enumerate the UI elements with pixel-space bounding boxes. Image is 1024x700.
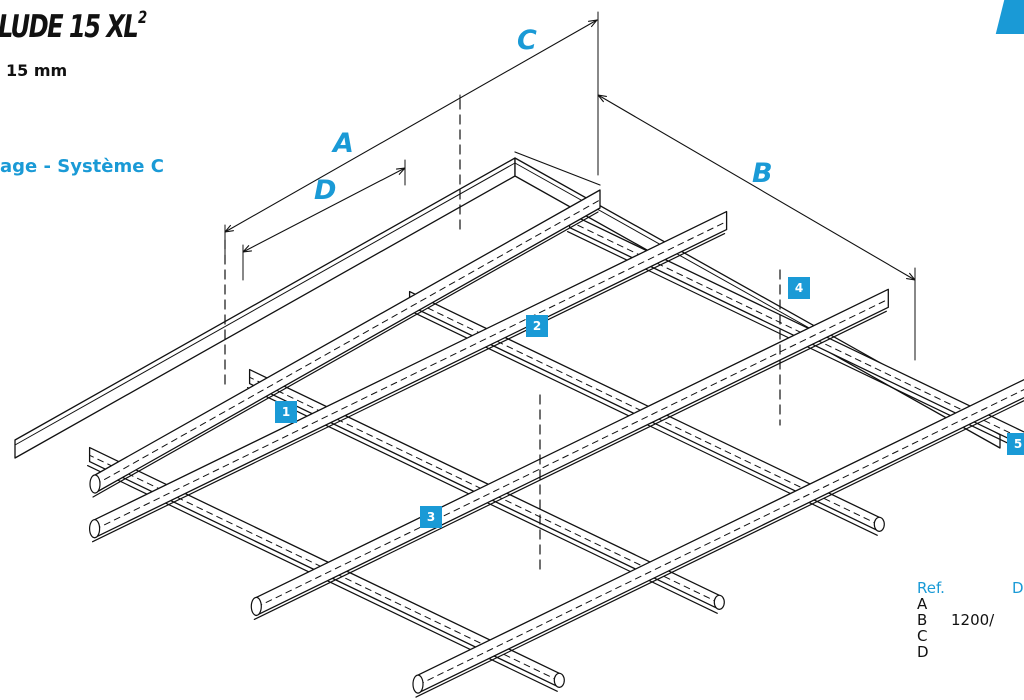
dimension-label-a: A [333, 128, 354, 159]
wall-angle-edge [514, 151, 601, 186]
dimension-label-c: C [517, 25, 537, 56]
legend-col-d: D [1012, 579, 1024, 597]
product-title: LUDE 15 XL2 [0, 8, 147, 45]
main-runner-end [412, 674, 424, 694]
product-title-text: LUDE 15 XL [0, 9, 139, 45]
legend-header: Ref. D [917, 580, 1024, 596]
main-runner-end [89, 474, 101, 494]
legend-ref: D [917, 643, 929, 661]
dimension-line-a-c-arrow [588, 19, 598, 28]
wall-angle-left-lip [14, 162, 516, 446]
dimension-line-a-c-arrow [224, 224, 234, 233]
main-runner-web [417, 389, 1024, 686]
main-runner-end [88, 519, 101, 539]
cross-tee-end [553, 672, 565, 688]
cross-tee-end [873, 516, 885, 532]
reference-legend: Ref. D A B 1200/ C D [917, 580, 1024, 660]
dimension-line-b [597, 94, 916, 281]
component-badge-4: 4 [788, 277, 810, 299]
dimension-label-d: D [314, 175, 337, 206]
grid-drawing [14, 11, 1024, 698]
legend-row: C [917, 628, 1024, 644]
main-runner [93, 210, 728, 539]
dimension-line-a-c [224, 19, 598, 233]
dimension-line-b-arrow [906, 272, 916, 281]
main-runner [94, 189, 601, 494]
dimension-label-b: B [752, 158, 773, 189]
thickness-label: 15 mm [6, 61, 68, 80]
cross-tee-end [713, 594, 725, 610]
main-runner-web [255, 298, 889, 608]
legend-ref: A [917, 595, 928, 613]
section-title: age - Système C [0, 156, 164, 177]
legend-value: 1200/ [951, 611, 995, 629]
component-badge-3: 3 [420, 506, 442, 528]
legend-row: A [917, 596, 1024, 612]
main-runner-web [94, 221, 728, 531]
legend-ref: C [917, 627, 928, 645]
main-runner-flange [415, 400, 1024, 698]
legend-row: B 1200/ [917, 612, 1024, 628]
component-badge-1: 1 [275, 401, 297, 423]
component-badge-2: 2 [526, 315, 548, 337]
dimension-line-d [242, 167, 406, 253]
main-runner-flange [92, 211, 599, 498]
main-runner-end [250, 596, 262, 617]
legend-col-ref: Ref. [917, 579, 945, 597]
legend-ref: B [917, 611, 928, 629]
main-runner-web [94, 199, 601, 486]
dimension-line-b-arrow [597, 94, 607, 103]
main-runner-flange [91, 233, 726, 543]
product-title-sup: 2 [138, 8, 147, 28]
component-badge-5: 5 [1007, 433, 1024, 455]
main-runner-flange [253, 310, 887, 621]
legend-row: D [917, 644, 1024, 660]
